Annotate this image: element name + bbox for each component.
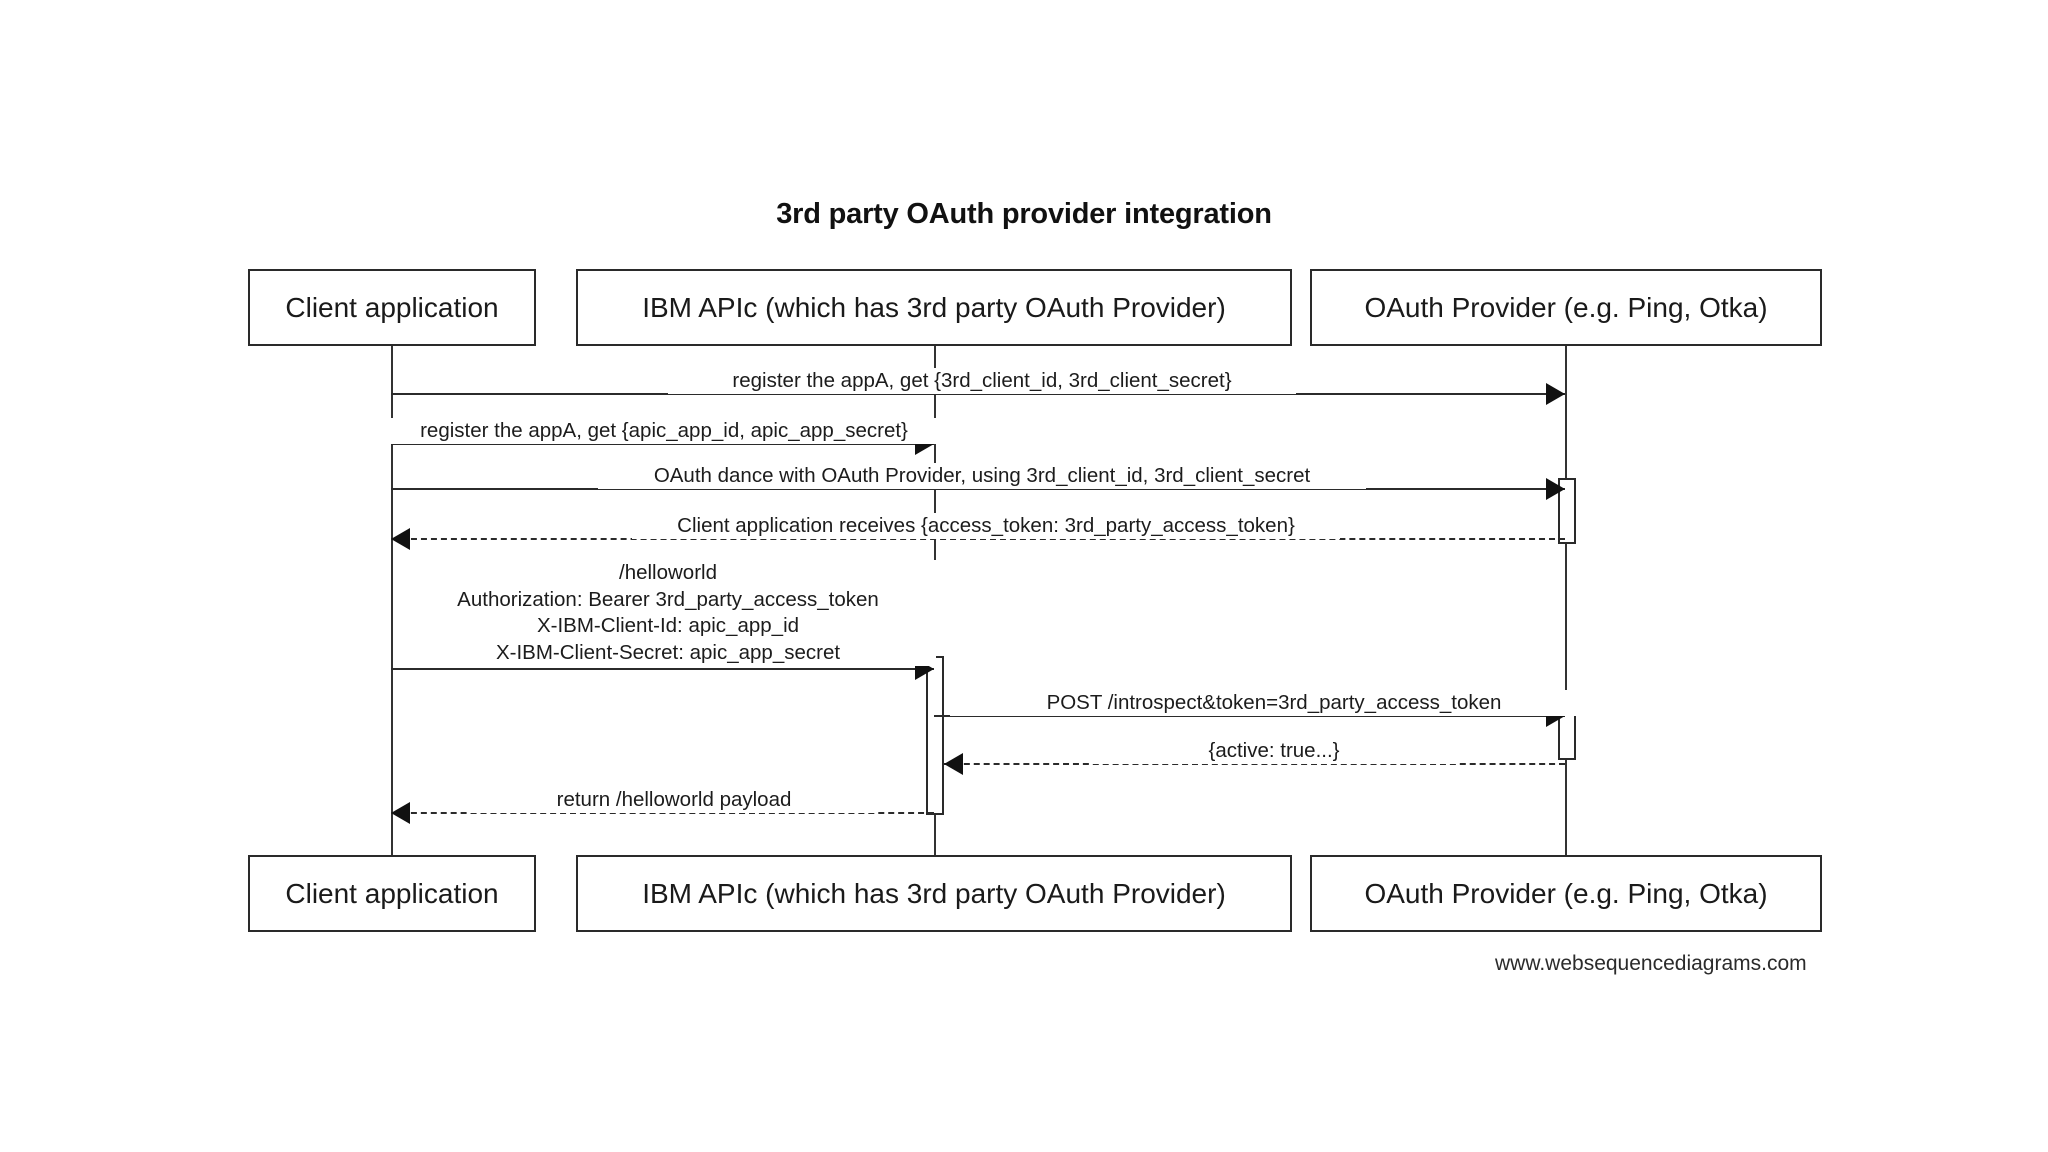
arrow-head-8: [391, 802, 410, 824]
arrow-head-4: [391, 528, 410, 550]
participant-box-apic-bottom[interactable]: IBM APIc (which has 3rd party OAuth Prov…: [576, 855, 1292, 932]
message-line-1: [391, 393, 1565, 395]
message-line-3: [391, 488, 1565, 490]
message-line-6: [934, 715, 1565, 717]
message-label-1: register the appA, get {3rd_client_id, 3…: [668, 368, 1296, 394]
message-label-6: POST /introspect&token=3rd_party_access_…: [950, 690, 1598, 716]
page-title: 3rd party OAuth provider integration: [776, 198, 1272, 230]
participant-box-client-bottom[interactable]: Client application: [248, 855, 536, 932]
message-label-3: OAuth dance with OAuth Provider, using 3…: [598, 463, 1366, 489]
participant-box-oauth-bottom[interactable]: OAuth Provider (e.g. Ping, Otka): [1310, 855, 1822, 932]
message-line-2: [391, 443, 934, 445]
message-label-2: register the appA, get {apic_app_id, api…: [386, 418, 942, 444]
message-label-5: /helloworld Authorization: Bearer 3rd_pa…: [400, 560, 936, 666]
participant-box-apic-top[interactable]: IBM APIc (which has 3rd party OAuth Prov…: [576, 269, 1292, 346]
lifeline-oauth: [1565, 345, 1567, 855]
message-label-7: {active: true...}: [1090, 738, 1458, 764]
lifeline-client: [391, 345, 393, 855]
message-label-8: return /helloworld payload: [470, 787, 878, 813]
arrow-head-1: [1546, 383, 1565, 405]
message-line-4: [391, 538, 1565, 540]
arrow-head-3: [1546, 478, 1565, 500]
participant-box-client-top[interactable]: Client application: [248, 269, 536, 346]
message-line-8: [391, 812, 934, 814]
message-label-4: Client application receives {access_toke…: [632, 513, 1340, 539]
participant-box-oauth-top[interactable]: OAuth Provider (e.g. Ping, Otka): [1310, 269, 1822, 346]
arrow-head-7: [944, 753, 963, 775]
message-line-5: [391, 668, 934, 670]
message-line-7: [944, 763, 1565, 765]
footer-credit: www.websequencediagrams.com: [1495, 952, 1807, 975]
